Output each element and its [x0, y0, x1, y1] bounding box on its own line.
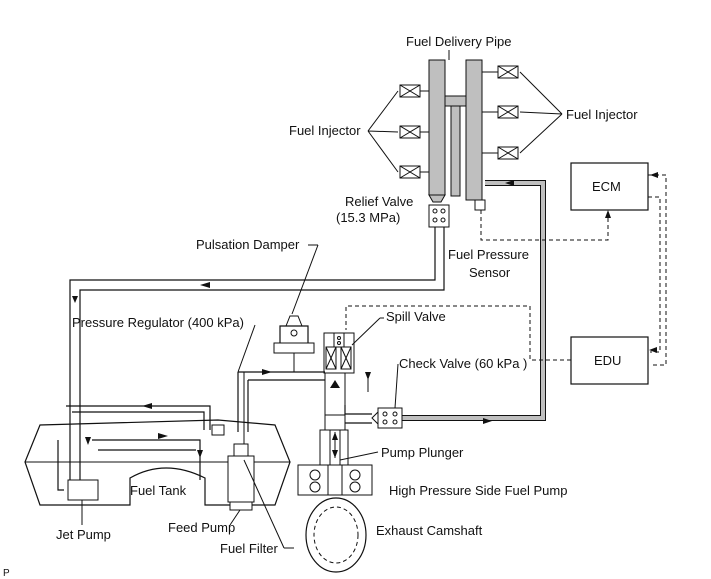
label-pressure-regulator: Pressure Regulator (400 kPa) — [72, 315, 244, 330]
fuel-tank — [24, 403, 291, 506]
fuel-injectors-left — [399, 84, 429, 179]
feed-pump — [227, 443, 255, 511]
pump-plunger — [297, 464, 373, 496]
relief-valve — [428, 204, 450, 228]
label-high-pressure-pump: High Pressure Side Fuel Pump — [389, 483, 567, 498]
fuel-injectors-right — [482, 65, 519, 160]
label-fuel-injector-right: Fuel Injector — [566, 107, 638, 122]
pulsation-damper — [273, 315, 315, 372]
label-feed-pump: Feed Pump — [168, 520, 235, 535]
label-fuel-tank: Fuel Tank — [130, 483, 187, 498]
label-relief-valve-pressure: (15.3 MPa) — [336, 210, 400, 225]
label-fuel-injector-left: Fuel Injector — [289, 123, 361, 138]
label-exhaust-camshaft: Exhaust Camshaft — [376, 523, 483, 538]
spill-valve — [323, 332, 355, 374]
label-check-valve: Check Valve (60 kPa ) — [399, 356, 527, 371]
ecm-box — [570, 162, 649, 211]
label-fuel-filter: Fuel Filter — [220, 541, 278, 556]
label-pump-plunger: Pump Plunger — [381, 445, 464, 460]
label-corner-mark: P — [3, 568, 10, 579]
label-edu: EDU — [594, 353, 621, 368]
label-fuel-delivery-pipe: Fuel Delivery Pipe — [406, 34, 512, 49]
jet-pump — [67, 479, 99, 501]
label-jet-pump: Jet Pump — [56, 527, 111, 542]
label-fuel-pressure-sensor: Fuel Pressure — [448, 247, 529, 262]
label-ecm: ECM — [592, 179, 621, 194]
label-relief-valve: Relief Valve — [345, 194, 413, 209]
fuel-delivery-pipe — [428, 59, 486, 211]
label-fuel-pressure-sensor-2: Sensor — [469, 265, 511, 280]
label-pulsation-damper: Pulsation Damper — [196, 237, 300, 252]
check-valve — [371, 407, 403, 429]
label-spill-valve: Spill Valve — [386, 309, 446, 324]
exhaust-camshaft — [305, 497, 367, 573]
